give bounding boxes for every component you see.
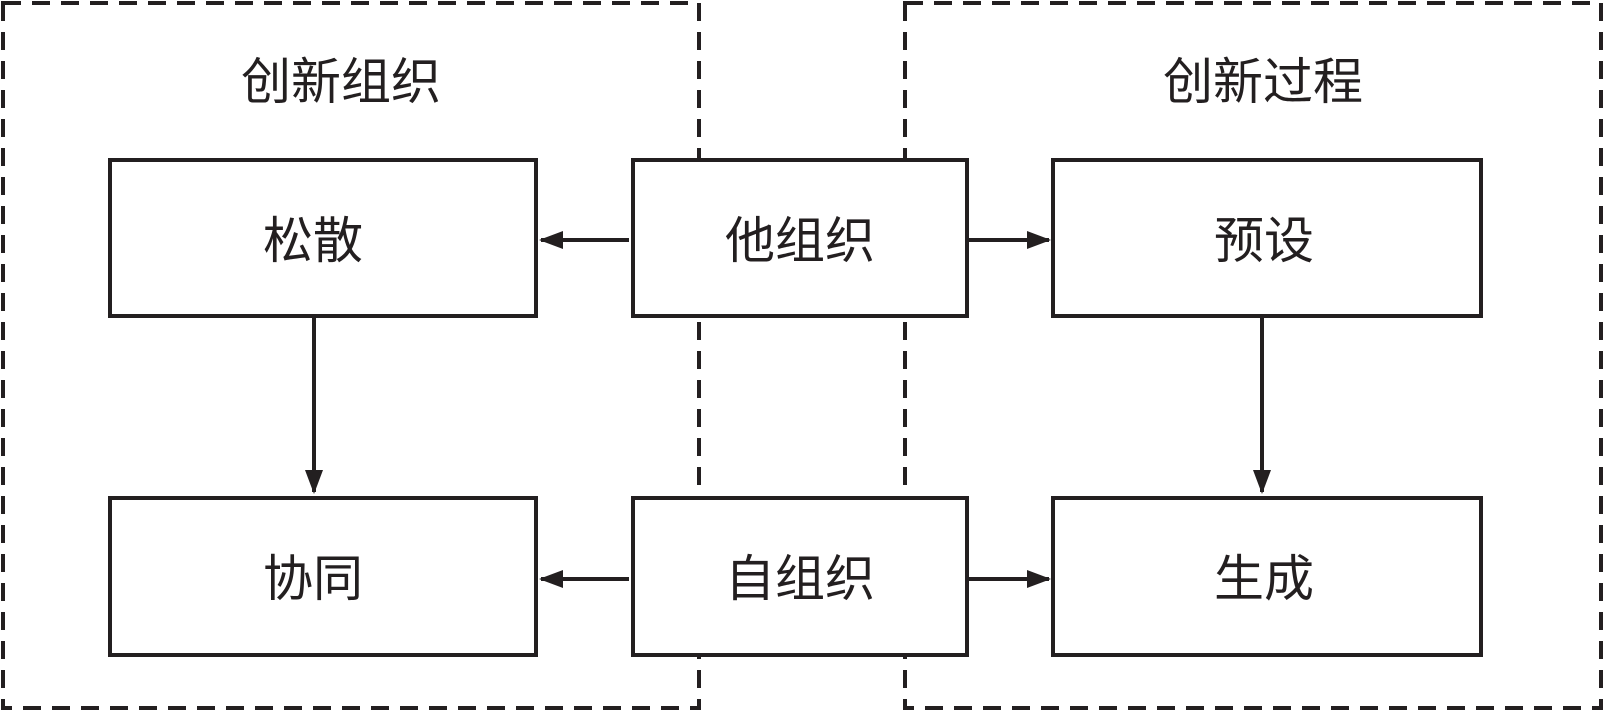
innovation-process-title: 创新过程 xyxy=(1163,53,1363,111)
self-organization-box xyxy=(631,496,969,657)
collaborative-label: 协同 xyxy=(263,550,363,608)
innovation-organization-panel xyxy=(1,1,701,710)
loose-label: 松散 xyxy=(263,212,363,270)
preset-label: 预设 xyxy=(1214,212,1314,270)
collaborative-box xyxy=(108,496,538,657)
generation-label: 生成 xyxy=(1214,550,1314,608)
innovation-process-panel xyxy=(903,1,1603,710)
generation-box xyxy=(1051,496,1483,657)
other-organization-label: 他组织 xyxy=(725,212,875,270)
preset-box xyxy=(1051,158,1483,318)
innovation-organization-title: 创新组织 xyxy=(241,53,441,111)
self-organization-label: 自组织 xyxy=(725,550,875,608)
loose-box xyxy=(108,158,538,318)
other-organization-box xyxy=(631,158,969,318)
